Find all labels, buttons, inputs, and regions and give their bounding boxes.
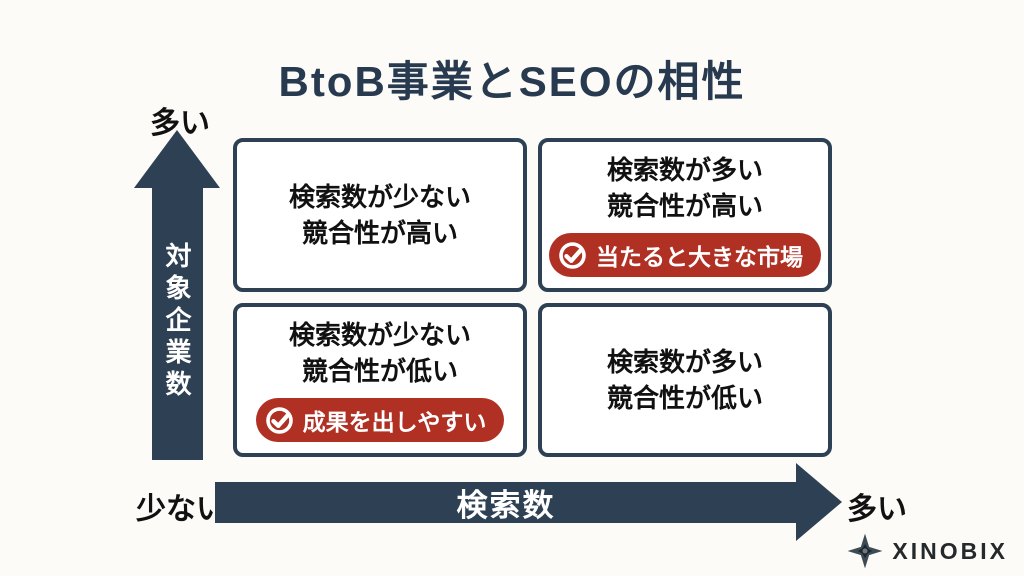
quadrant-bottom-right: 検索数が多い 競合性が低い	[538, 303, 832, 457]
quadrant-line: 競合性が低い	[606, 383, 763, 413]
page-title: BtoB事業とSEOの相性	[278, 58, 746, 105]
quadrant-line: 検索数が少ない	[288, 320, 471, 350]
quadrant-top-left: 検索数が少ない 競合性が高い	[233, 138, 527, 292]
brand-logo-text: XINOBIX	[892, 537, 1008, 564]
quadrant-top-right: 検索数が多い 競合性が高い 当たると大きな市場	[538, 138, 832, 292]
quadrant-line: 検索数が多い	[606, 155, 763, 185]
x-axis-label: 検索数	[456, 488, 556, 523]
check-circle-icon	[265, 406, 294, 435]
x-axis-min-label: 少ない	[136, 493, 226, 526]
brand-logo: XINOBIX	[846, 532, 1008, 570]
quadrant-bottom-left: 検索数が少ない 競合性が低い 成果を出しやすい	[233, 303, 527, 457]
badge-label: 当たると大きな市場	[596, 244, 803, 270]
x-axis-arrow-head	[796, 463, 842, 541]
y-axis-label: 対象企業数	[162, 242, 192, 402]
quadrant-line: 検索数が多い	[606, 347, 763, 377]
x-axis-arrow: 検索数	[215, 482, 797, 523]
quadrant-line: 競合性が高い	[606, 191, 763, 221]
highlight-badge: 当たると大きな市場	[549, 233, 821, 277]
quadrant-line: 競合性が高い	[301, 218, 458, 248]
y-axis-arrow: 対象企業数	[152, 184, 203, 460]
quadrant-line: 検索数が少ない	[288, 182, 471, 212]
badge-label: 成果を出しやすい	[302, 409, 487, 435]
highlight-badge: 成果を出しやすい	[255, 398, 505, 442]
shuriken-star-icon	[846, 532, 884, 570]
y-axis-arrow-head	[134, 130, 220, 188]
check-circle-icon	[558, 241, 587, 270]
x-axis-max-label: 多い	[847, 493, 907, 526]
quadrant-line: 競合性が低い	[301, 356, 458, 386]
